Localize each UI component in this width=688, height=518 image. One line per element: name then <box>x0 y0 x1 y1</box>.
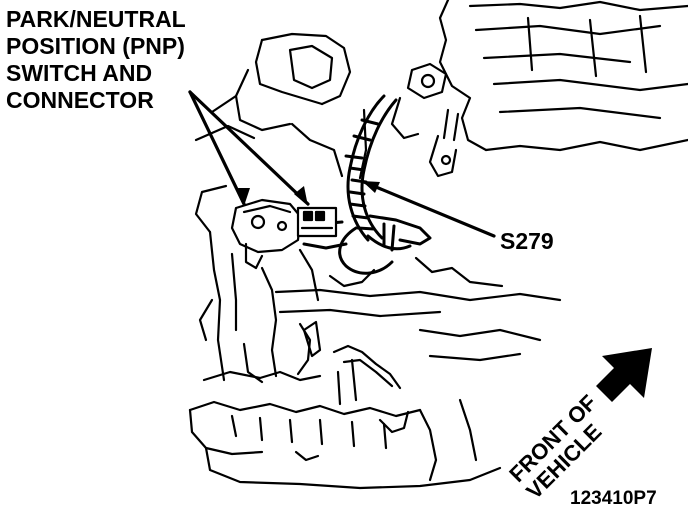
callout-arrowheads <box>238 181 380 206</box>
callout-leaders <box>188 90 496 238</box>
upper-engine-structure <box>194 0 688 234</box>
pnp-switch <box>230 198 338 270</box>
wiring-harness <box>302 94 432 275</box>
splice-label: S279 <box>500 228 554 254</box>
transmission-case <box>188 230 562 490</box>
pnp-switch-label-line: POSITION (PNP) <box>6 33 185 59</box>
figure-number: 123410P7 <box>570 488 657 509</box>
pnp-switch-label: PARK/NEUTRAL POSITION (PNP) SWITCH AND C… <box>6 6 186 114</box>
pnp-switch-label-line: PARK/NEUTRAL <box>6 6 186 32</box>
pnp-switch-label-line: CONNECTOR <box>6 87 154 113</box>
front-direction-arrow <box>596 348 652 402</box>
pnp-switch-label-line: SWITCH AND <box>6 60 153 86</box>
